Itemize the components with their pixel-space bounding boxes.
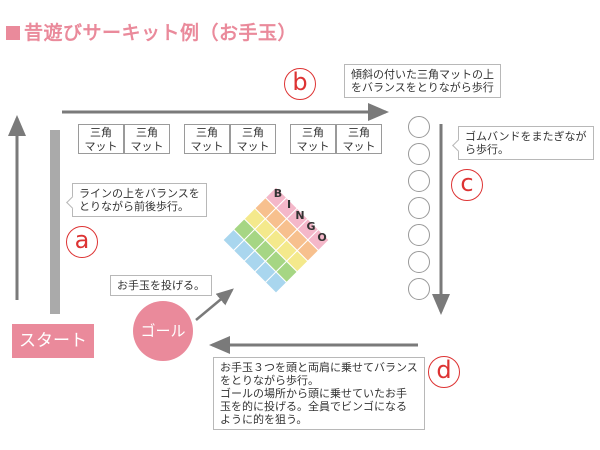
- note-c: ゴムバンドをまたぎながら歩行。: [452, 126, 594, 160]
- bingo-letter-g: G: [306, 220, 316, 233]
- title-square-icon: [6, 26, 20, 40]
- rubber-band-ring: [408, 170, 430, 192]
- triangle-mat: 三角マット: [230, 124, 276, 154]
- arrow-throw: [195, 288, 234, 321]
- title-text: 昔遊びサーキット例（お手玉）: [24, 22, 298, 44]
- bingo-letter-i: I: [286, 198, 292, 211]
- triangle-mat: 三角マット: [184, 124, 230, 154]
- balance-line: [50, 130, 60, 314]
- rubber-band-ring: [408, 278, 430, 300]
- rubber-band-ring: [408, 197, 430, 219]
- start-box: スタート: [12, 324, 94, 358]
- bingo-letter-o: O: [317, 231, 327, 244]
- rubber-band-ring: [408, 143, 430, 165]
- bingo-letter-b: B: [273, 187, 283, 200]
- triangle-mat: 三角マット: [78, 124, 124, 154]
- bingo-letter-n: N: [295, 209, 305, 222]
- note-throw: お手玉を投げる。: [110, 275, 212, 296]
- rubber-band-ring: [408, 116, 430, 138]
- triangle-mat: 三角マット: [124, 124, 170, 154]
- bingo-board: [222, 186, 330, 294]
- label-a: a: [66, 226, 98, 258]
- goal-circle: ゴール: [133, 301, 193, 361]
- page-title: 昔遊びサーキット例（お手玉）: [6, 18, 297, 45]
- triangle-mat: 三角マット: [290, 124, 336, 154]
- rubber-band-ring: [408, 251, 430, 273]
- label-d: d: [428, 356, 460, 388]
- label-b: b: [284, 68, 316, 100]
- triangle-mat: 三角マット: [336, 124, 382, 154]
- note-b: 傾斜の付いた三角マットの上をバランスをとりながら歩行: [344, 64, 501, 98]
- note-a: ラインの上をバランスをとりながら前後歩行。: [66, 183, 207, 217]
- note-d: お手玉３つを頭と両肩に乗せてバランスをとりながら歩行。ゴールの場所から頭に乗せて…: [213, 357, 425, 430]
- bingo-cell: [264, 271, 288, 294]
- label-c: c: [451, 169, 483, 201]
- rubber-band-ring: [408, 224, 430, 246]
